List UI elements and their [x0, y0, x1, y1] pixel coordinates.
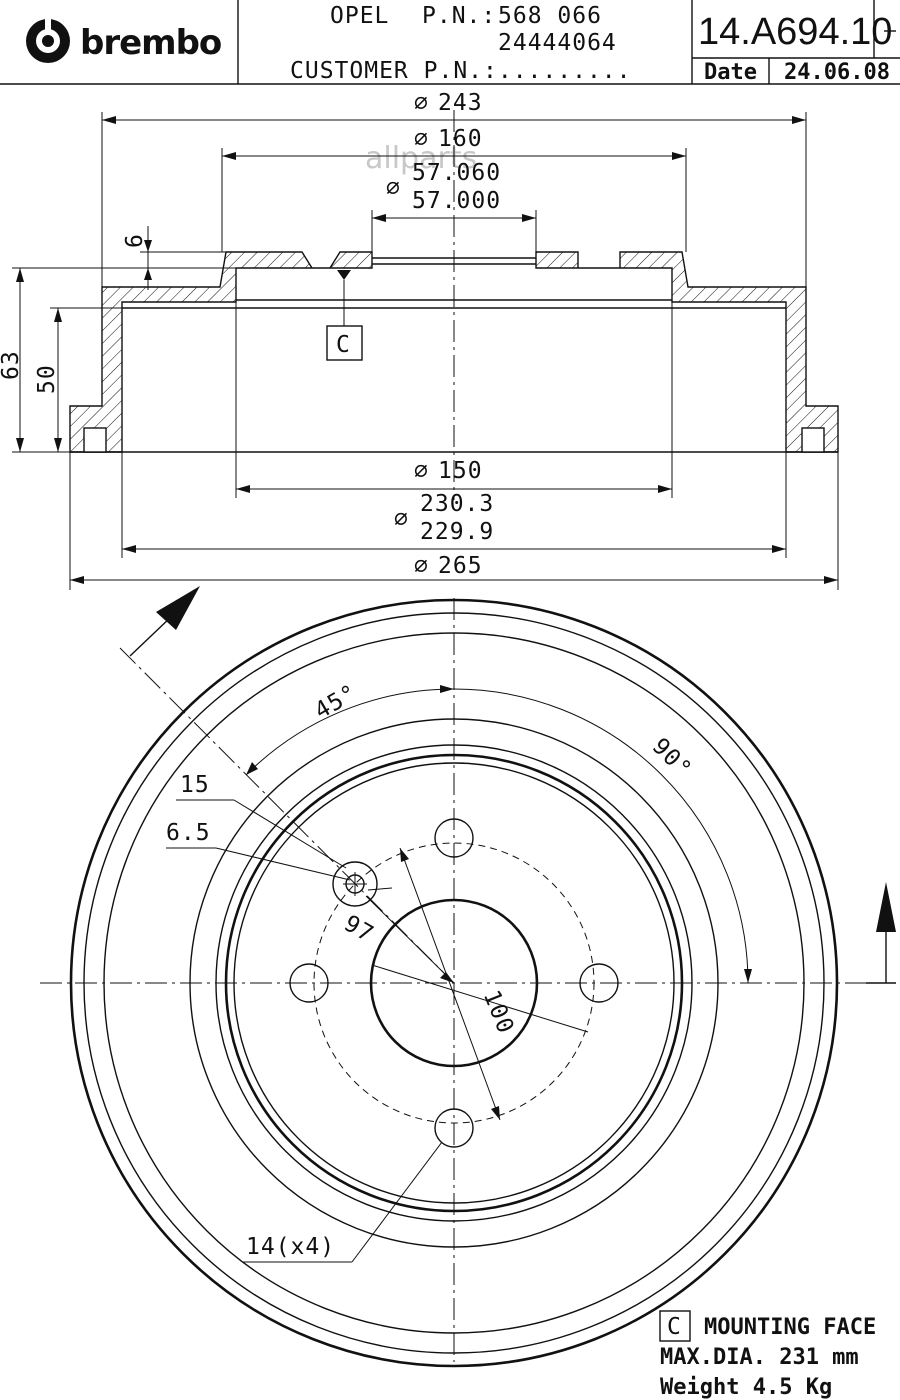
dia-symbol-150: ⌀	[414, 458, 429, 484]
title-block: brembo OPEL P.N.: 568 066 24444064 CUSTO…	[0, 0, 900, 85]
dim-bore-max: 57.060	[412, 160, 501, 186]
notes: C MOUNTING FACE MAX.DIA. 231 mm Weight 4…	[659, 1310, 876, 1400]
outer-rim	[69, 598, 839, 1368]
dim-drum-max: 230.3	[420, 491, 494, 517]
note-max-dia: MAX.DIA. 231 mm	[660, 1345, 859, 1370]
dim-150: 150	[438, 458, 483, 484]
locating-hole-outer	[332, 861, 378, 907]
dim-6-5: 6.5	[166, 820, 211, 846]
dia-symbol-bore: ⌀	[386, 175, 401, 201]
date-value: 24.06.08	[784, 60, 890, 85]
drum-section-left	[69, 251, 373, 453]
part-number: 14.A694.10	[698, 11, 892, 53]
front-view: 45° 90° 15 6.5 97 100 14(x4)	[40, 586, 896, 1368]
section-arrow	[156, 586, 200, 630]
note-weight: Weight 4.5 Kg	[660, 1375, 832, 1400]
dia-symbol-243: ⌀	[414, 90, 429, 116]
dim-bore-min: 57.000	[412, 188, 501, 214]
bolt-circle	[313, 842, 595, 1124]
bolt-hole-left	[289, 963, 329, 1003]
dim-100: 100	[478, 987, 519, 1038]
dim-6: 6	[122, 233, 148, 248]
pn-secondary: 24444064	[498, 30, 617, 56]
view-arrow	[876, 882, 896, 932]
brand-name: brembo	[80, 23, 221, 63]
pn-label: P.N.:	[422, 3, 496, 29]
dia-symbol-265: ⌀	[414, 553, 429, 579]
drum-section-right	[535, 251, 839, 453]
center-bore	[369, 898, 539, 1068]
bolt-hole-bottom	[434, 1108, 474, 1148]
dia-symbol-160: ⌀	[414, 126, 429, 152]
dim-160: 160	[438, 126, 483, 152]
pn-primary: 568 066	[498, 3, 602, 29]
holes-14-x4: 14(x4)	[246, 1234, 335, 1260]
vehicle-make: OPEL	[330, 3, 389, 29]
watermark: allparts	[365, 141, 477, 176]
note-datum-c: C	[667, 1314, 682, 1340]
dim-97: 97	[339, 911, 378, 948]
dim-243: 243	[438, 90, 483, 116]
bolt-hole-top	[434, 818, 474, 858]
dim-265: 265	[438, 553, 483, 579]
dim-50: 50	[34, 364, 60, 394]
dim-63: 63	[0, 350, 24, 380]
dia-symbol-drum: ⌀	[394, 506, 409, 532]
dim-drum-min: 229.9	[420, 519, 494, 545]
date-label: Date	[704, 60, 757, 85]
customer-pn: CUSTOMER P.N.:.........	[290, 58, 632, 84]
brembo-logo: brembo	[26, 18, 222, 63]
bolt-hole-right	[579, 963, 619, 1003]
angle-90: 90°	[647, 733, 697, 783]
note-mounting-face: MOUNTING FACE	[704, 1315, 876, 1340]
dim-15: 15	[180, 772, 210, 798]
section-view: C ⌀ 243 ⌀ 160 ⌀ 57.060 57.000 6	[0, 90, 839, 590]
angle-45: 45°	[310, 680, 362, 725]
datum-c-label: C	[336, 332, 351, 358]
